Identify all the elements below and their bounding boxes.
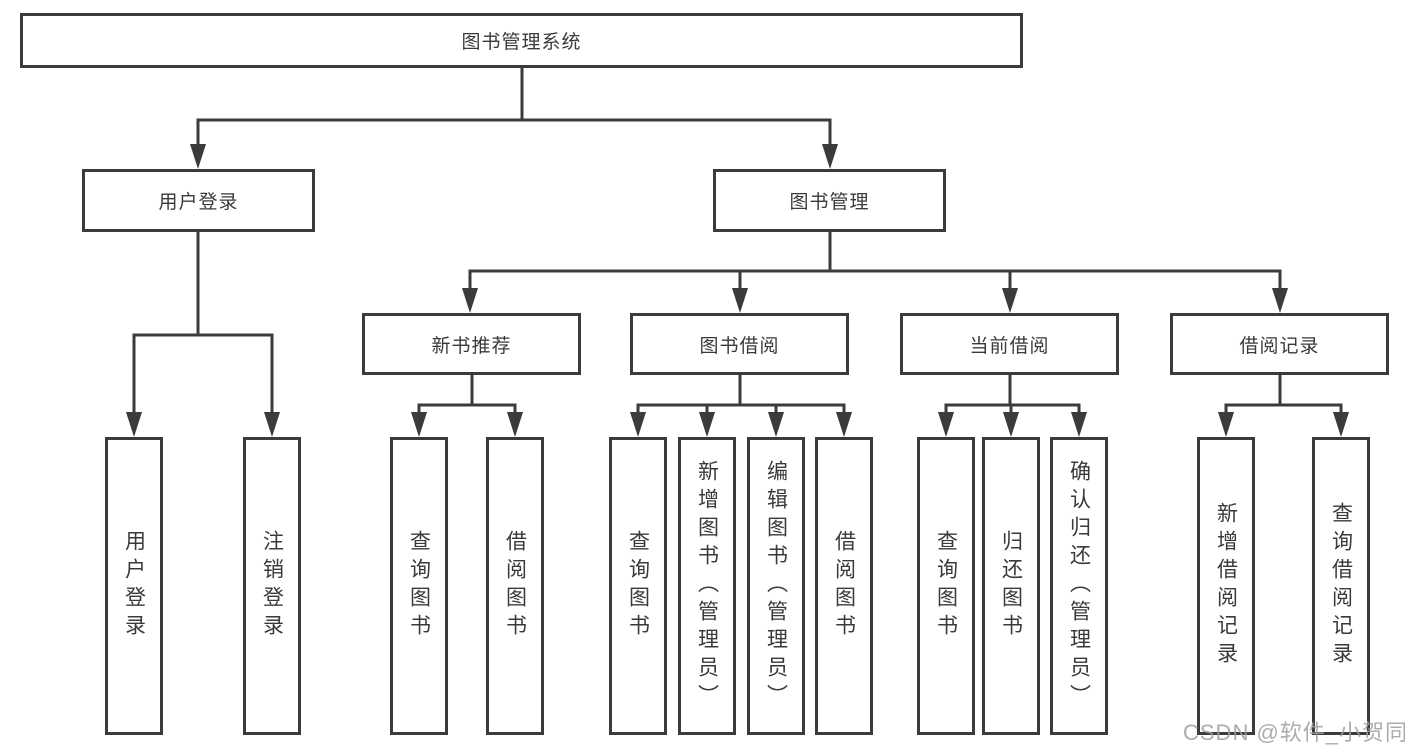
- node-library-system: 图书管理系统: [20, 13, 1023, 68]
- node-label: 图书借阅: [699, 335, 780, 357]
- node-label: 新书推荐: [431, 335, 512, 357]
- leaf-borrow-books-recommend: 借阅图书: [486, 437, 544, 735]
- node-label: 查询借阅记录: [1329, 502, 1353, 670]
- leaf-query-books-borrowing: 查询图书: [609, 437, 667, 735]
- node-label: 新增借阅记录: [1214, 502, 1238, 670]
- arrow-down-icon: [1333, 412, 1349, 437]
- leaf-query-borrow-record: 查询借阅记录: [1312, 437, 1370, 735]
- node-label: 用户登录: [158, 192, 239, 213]
- arrow-down-icon: [768, 412, 784, 437]
- arrow-down-icon: [462, 288, 478, 313]
- node-label: 查询图书: [407, 530, 431, 642]
- node-label: 图书管理系统: [461, 32, 582, 53]
- node-book-borrowing: 图书借阅: [630, 313, 849, 375]
- node-label: 借阅图书: [832, 530, 856, 642]
- node-label: 新增图书（管理员）: [695, 460, 719, 712]
- leaf-borrow-books-borrowing: 借阅图书: [815, 437, 873, 735]
- arrow-down-icon: [630, 412, 646, 437]
- leaf-user-login: 用户登录: [105, 437, 163, 735]
- node-new-book-recommendation: 新书推荐: [362, 313, 581, 375]
- arrow-down-icon: [1002, 288, 1018, 313]
- node-label: 当前借阅: [969, 335, 1050, 357]
- arrow-down-icon: [190, 144, 206, 169]
- arrow-down-icon: [1071, 412, 1087, 437]
- arrow-down-icon: [507, 412, 523, 437]
- arrow-down-icon: [264, 412, 280, 437]
- node-label: 确认归还（管理员）: [1067, 460, 1091, 712]
- leaf-add-books-admin: 新增图书（管理员）: [678, 437, 736, 735]
- node-label: 借阅记录: [1239, 335, 1320, 357]
- arrow-down-icon: [938, 412, 954, 437]
- node-label: 图书管理: [789, 192, 870, 213]
- node-label: 用户登录: [122, 530, 146, 642]
- arrow-down-icon: [699, 412, 715, 437]
- arrow-down-icon: [126, 412, 142, 437]
- arrow-down-icon: [1218, 412, 1234, 437]
- node-label: 查询图书: [626, 530, 650, 642]
- node-borrowing-records: 借阅记录: [1170, 313, 1389, 375]
- node-user-login: 用户登录: [82, 169, 315, 232]
- node-label: 查询图书: [934, 530, 958, 642]
- csdn-watermark: CSDN @软件_小贺同学: [1183, 720, 1405, 745]
- arrow-down-icon: [822, 144, 838, 169]
- node-label: 编辑图书（管理员）: [764, 460, 788, 712]
- leaf-query-books-current: 查询图书: [917, 437, 975, 735]
- leaf-logout-login: 注销登录: [243, 437, 301, 735]
- leaf-query-books-recommend: 查询图书: [390, 437, 448, 735]
- arrow-down-icon: [411, 412, 427, 437]
- arrow-down-icon: [836, 412, 852, 437]
- node-book-management: 图书管理: [713, 169, 946, 232]
- leaf-confirm-return-admin: 确认归还（管理员）: [1050, 437, 1108, 735]
- node-current-borrowing: 当前借阅: [900, 313, 1119, 375]
- node-label: 归还图书: [999, 530, 1023, 642]
- arrow-down-icon: [1003, 412, 1019, 437]
- leaf-edit-books-admin: 编辑图书（管理员）: [747, 437, 805, 735]
- arrow-down-icon: [732, 288, 748, 313]
- arrow-down-icon: [1272, 288, 1288, 313]
- leaf-return-books: 归还图书: [982, 437, 1040, 735]
- leaf-add-borrow-record: 新增借阅记录: [1197, 437, 1255, 735]
- node-label: 注销登录: [260, 530, 284, 642]
- node-label: 借阅图书: [503, 530, 527, 642]
